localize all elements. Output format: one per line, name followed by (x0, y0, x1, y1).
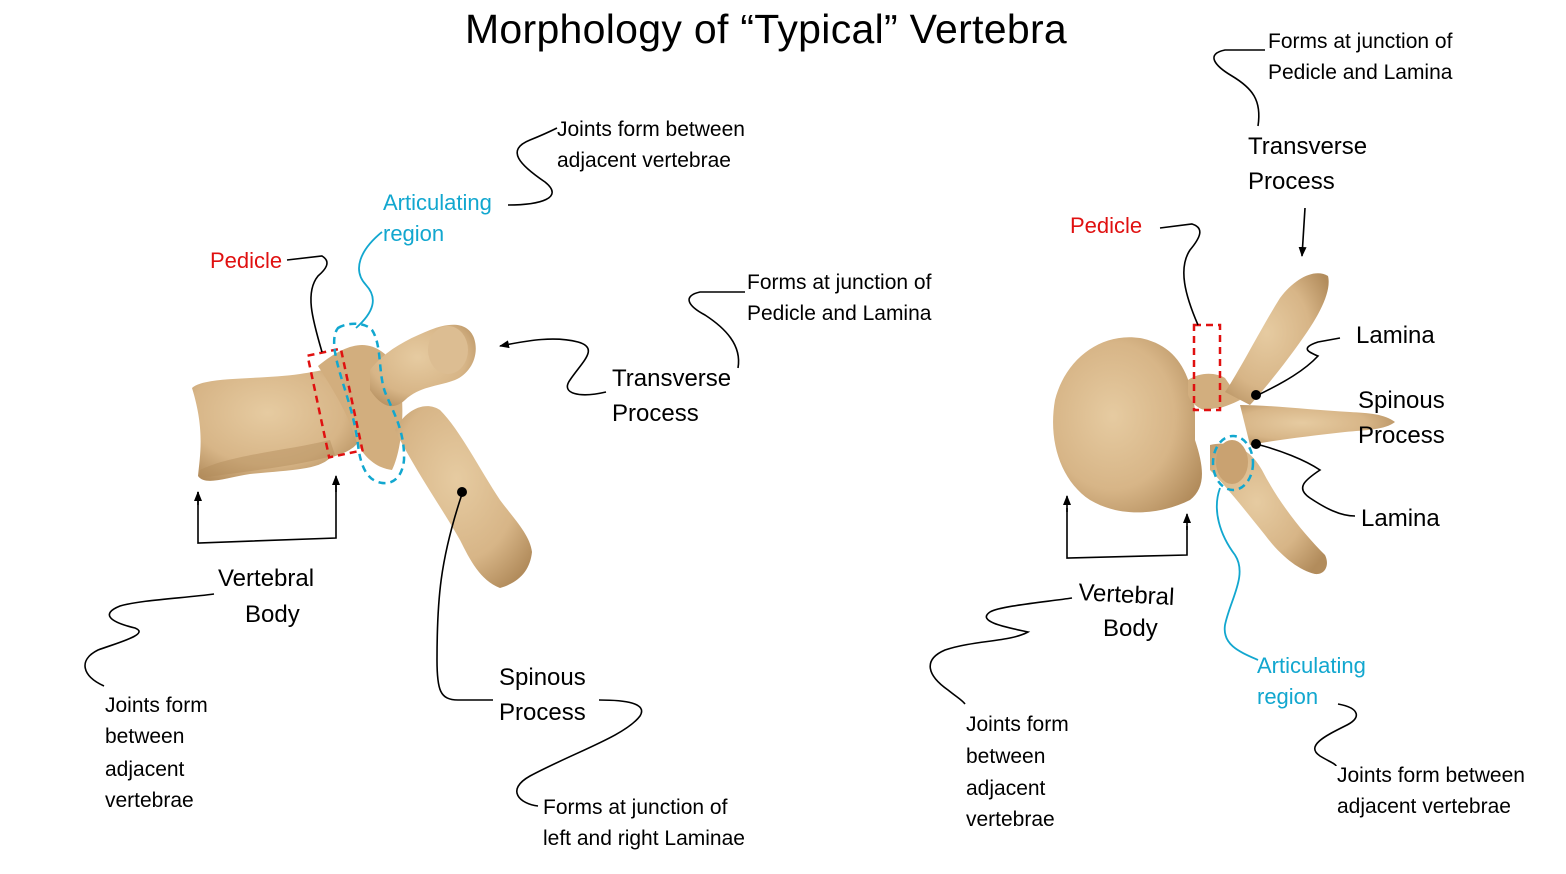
superior-transverse-process-shape (1225, 273, 1329, 405)
lateral-body-note-3: adjacent (105, 758, 185, 781)
lateral-spinous-label-1: Spinous (499, 664, 586, 691)
lateral-body-note-2: between (105, 725, 184, 748)
superior-articulating-outline (1211, 434, 1255, 492)
superior-transverse-arrow (1298, 207, 1307, 257)
lateral-body-bracket (197, 478, 337, 544)
superior-lamina-bottom-leader (1255, 443, 1356, 517)
superior-articulating-note-leader (1314, 703, 1357, 767)
lateral-articulating-note-1: Joints form between (557, 118, 745, 141)
superior-transverse-label-2: Process (1248, 168, 1335, 195)
superior-pedicle-shape (1188, 373, 1240, 411)
superior-transverse-note-leader (1213, 49, 1265, 127)
superior-body-note-4: vertebrae (966, 808, 1055, 831)
lateral-body-note-4: vertebrae (105, 789, 194, 812)
lateral-spinous-process-shape (395, 406, 532, 588)
lateral-articulating-note-2: adjacent vertebrae (557, 149, 731, 172)
superior-spinous-process-shape (1240, 405, 1395, 445)
superior-pedicle-leader (1159, 223, 1201, 326)
superior-articulating-label-1: Articulating (1257, 653, 1366, 678)
superior-body-note-1: Joints form (966, 713, 1069, 736)
lateral-body-shade (200, 440, 335, 478)
superior-lamina-top-dot (1251, 390, 1261, 400)
lateral-articulating-outline (332, 322, 406, 485)
lateral-transverse-note-leader (688, 291, 745, 369)
superior-pedicle-box (1192, 323, 1222, 412)
lateral-transverse-tip (428, 326, 468, 374)
lateral-articulating-leader (507, 127, 558, 206)
superior-articulating-facet (1216, 440, 1248, 484)
superior-lamina-top-leader (1257, 337, 1341, 396)
superior-pedicle-label: Pedicle (1070, 213, 1142, 238)
lateral-body-label-2: Body (245, 601, 300, 628)
lateral-spinous-dot (457, 487, 467, 497)
superior-articulating-note-2: adjacent vertebrae (1337, 795, 1511, 818)
lateral-articulating-blue-leader (355, 231, 383, 329)
superior-vertebral-foramen (1198, 408, 1238, 442)
superior-vertebral-body-shape (1053, 337, 1202, 513)
superior-lamina-top-label: Lamina (1356, 322, 1435, 349)
superior-transverse-note-2: Pedicle and Lamina (1268, 61, 1453, 84)
superior-spinous-label-1: Spinous (1358, 387, 1445, 414)
superior-articulating-label-2: region (1257, 684, 1318, 709)
superior-articulating-blue-leader (1216, 487, 1259, 661)
lateral-body-note-leader (84, 593, 215, 687)
superior-body-note-3: adjacent (966, 777, 1046, 800)
lateral-articulating-label-2: region (383, 221, 444, 246)
superior-spinous-label-2: Process (1358, 422, 1445, 449)
superior-body-label-1: Vertebral (1078, 579, 1175, 611)
lateral-transverse-label-1: Transverse (612, 365, 731, 392)
lateral-spinous-leader (436, 493, 493, 701)
lateral-vertebral-body-shape (192, 367, 360, 481)
lateral-pedicle-label: Pedicle (210, 248, 282, 273)
lateral-spinous-note-2: left and right Laminae (543, 827, 745, 850)
superior-body-label-2: Body (1103, 615, 1158, 642)
superior-body-note-leader (929, 597, 1073, 705)
lateral-spinous-label-2: Process (499, 699, 586, 726)
superior-body-note-2: between (966, 745, 1045, 768)
lateral-body-label-1: Vertebral (218, 565, 314, 592)
diagram-title: Morphology of “Typical” Vertebra (464, 6, 1068, 52)
lateral-body-note-1: Joints form (105, 694, 208, 717)
superior-transverse-label-1: Transverse (1248, 133, 1367, 160)
superior-transverse-note-1: Forms at junction of (1268, 30, 1453, 53)
lateral-pedicle-leader (286, 255, 328, 353)
superior-lamina-bottom-label: Lamina (1361, 505, 1440, 532)
lateral-transverse-label-2: Process (612, 400, 699, 427)
lateral-pedicle-box (306, 347, 364, 459)
lateral-spinous-note-leader (516, 699, 643, 807)
lateral-transverse-note-2: Pedicle and Lamina (747, 302, 932, 325)
superior-body-bracket (1066, 508, 1188, 559)
lateral-spinous-note-1: Forms at junction of (543, 796, 728, 819)
superior-articulating-note-1: Joints form between (1337, 764, 1525, 787)
lateral-transverse-note-1: Forms at junction of (747, 271, 932, 294)
lateral-view: Pedicle Articulating region Joints form … (84, 118, 932, 850)
lateral-articulating-label-1: Articulating (383, 190, 492, 215)
superior-view: Forms at junction of Pedicle and Lamina … (929, 30, 1525, 831)
lateral-transverse-arrow (499, 338, 607, 396)
